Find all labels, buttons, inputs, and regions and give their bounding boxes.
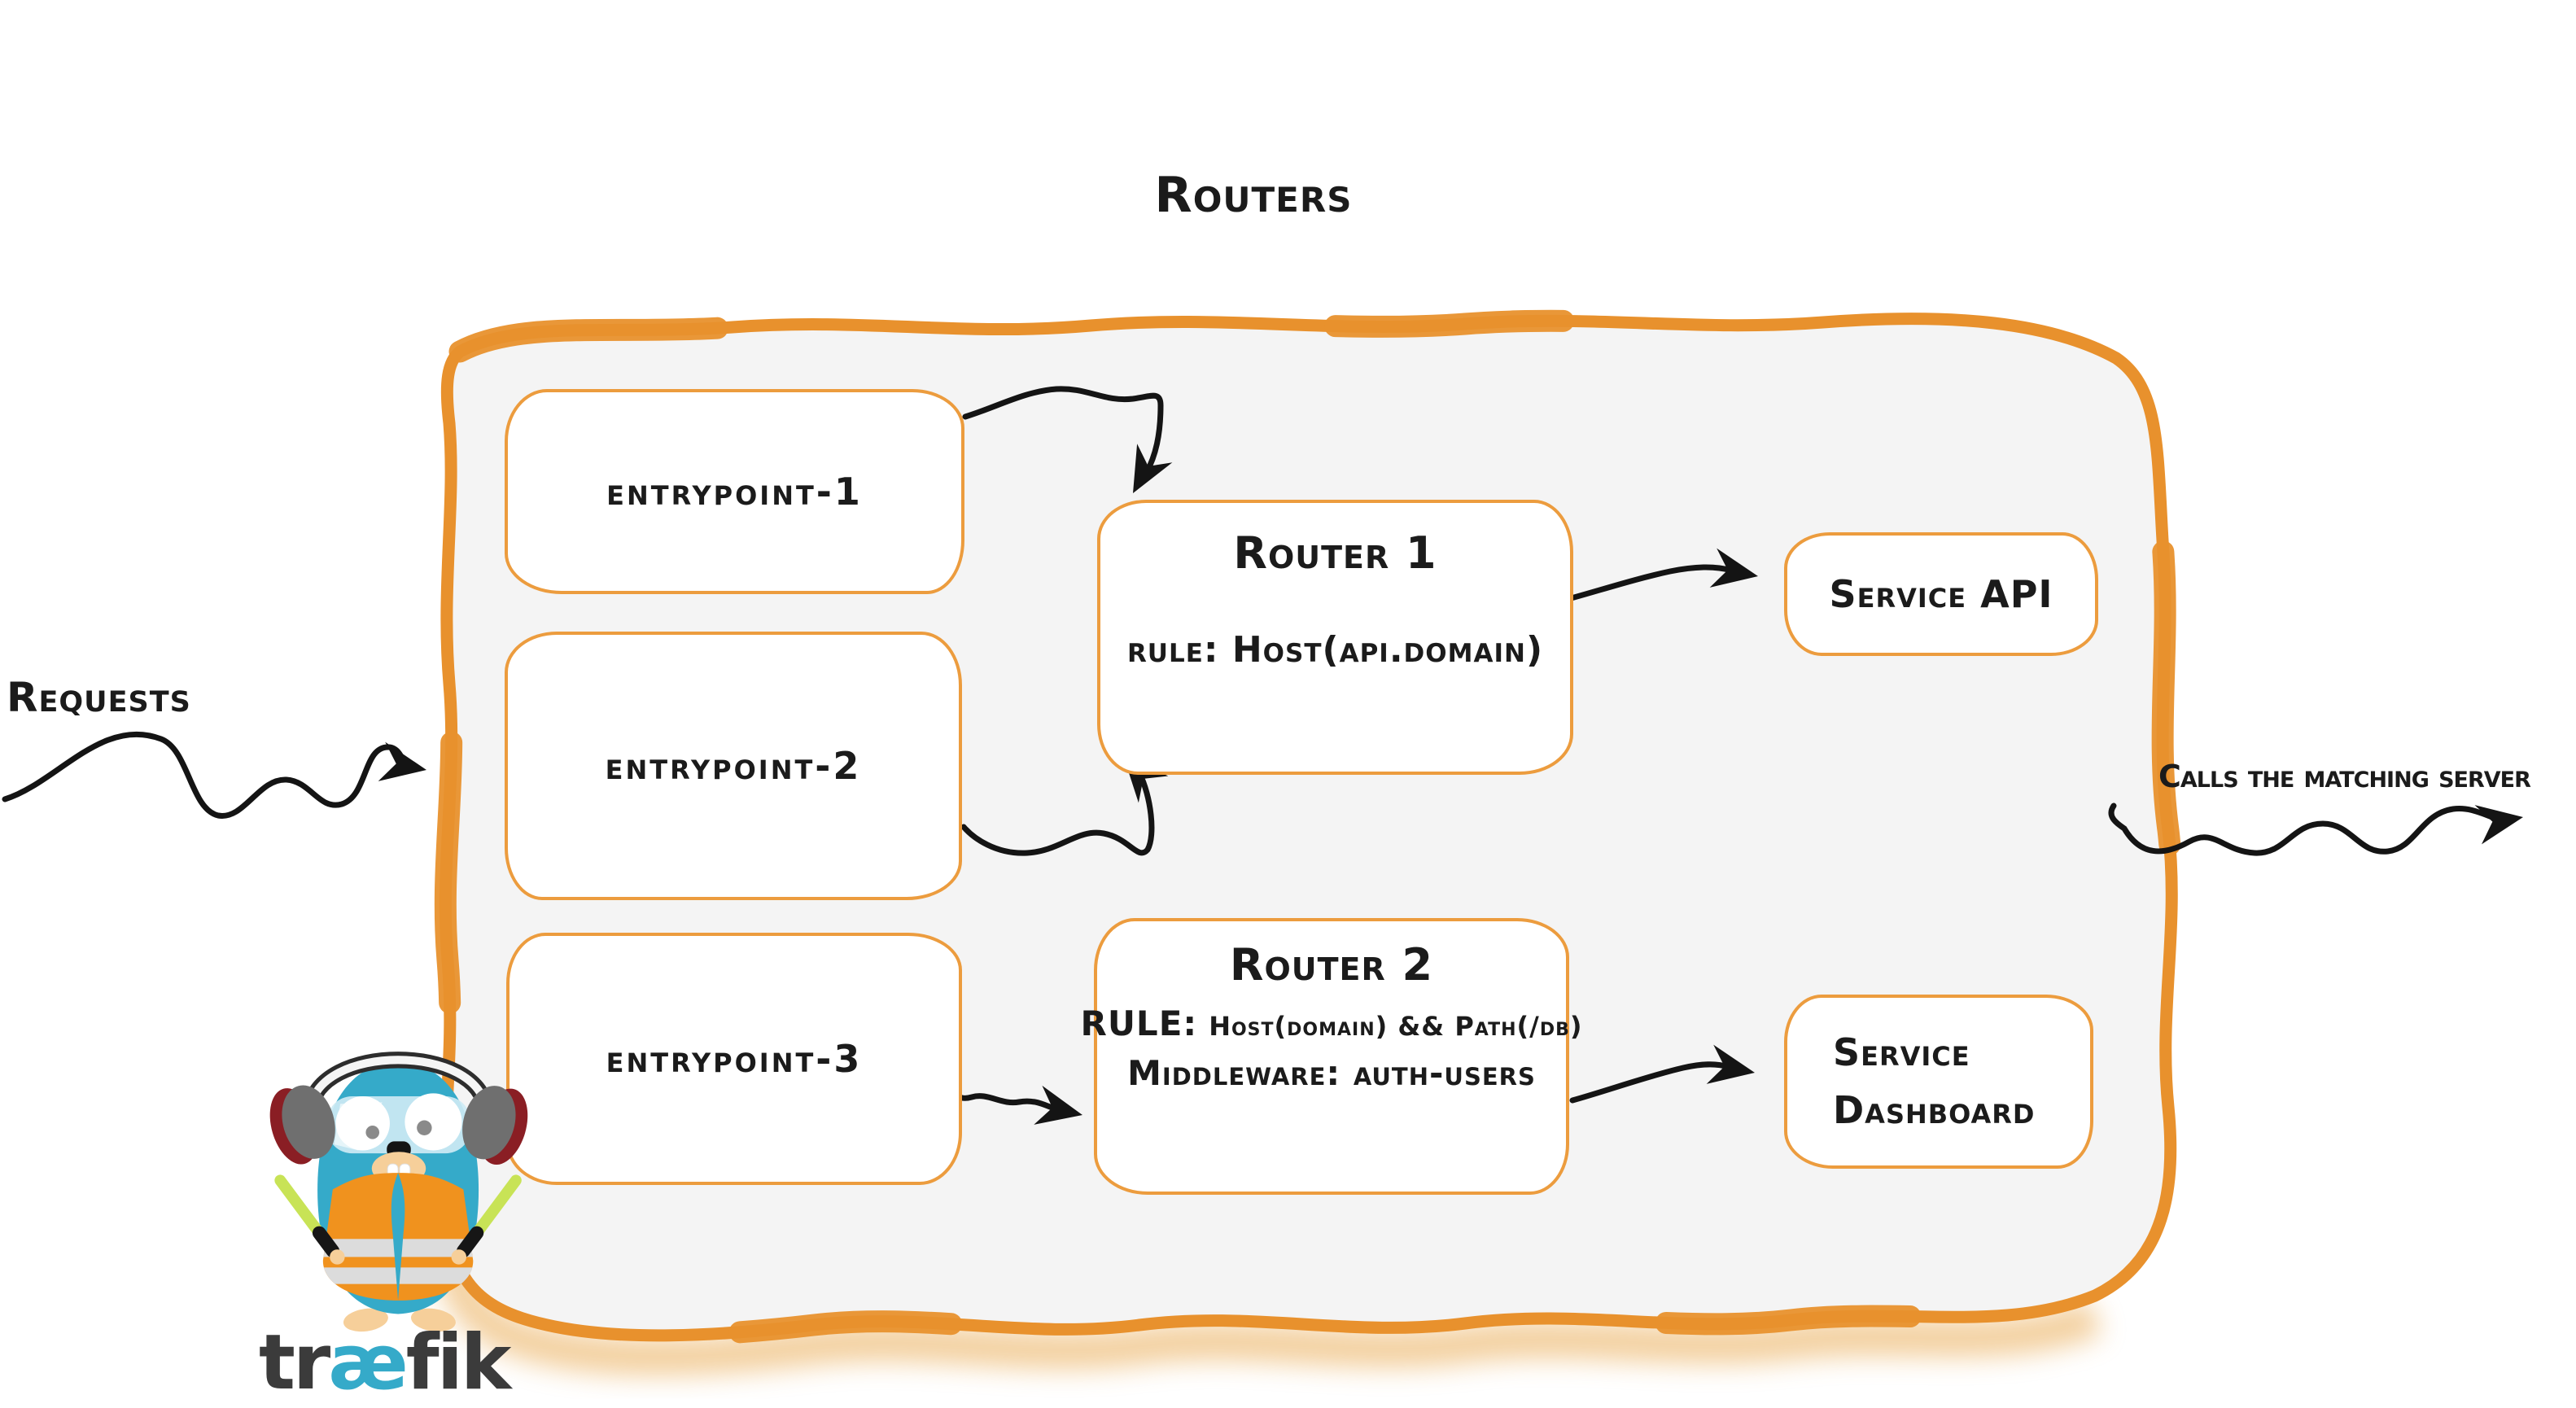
- entrypoint-2-box: entrypoint-2: [505, 632, 962, 900]
- calls-label: Calls the matching server: [2158, 759, 2531, 794]
- gopher-glove-right: [457, 1226, 484, 1258]
- requests-arrow: [2, 731, 431, 819]
- gopher-foot-left: [343, 1308, 388, 1332]
- service-dashboard-label-line1: Service: [1833, 1030, 1970, 1074]
- service-api-label: Service API: [1829, 572, 2053, 616]
- gopher-vest-gap: [391, 1173, 405, 1301]
- entrypoint-3-box: entrypoint-3: [506, 933, 962, 1185]
- calls-arrow: [2108, 797, 2527, 856]
- router-2-rule: RULE: Host(domain) && Path(/db): [1080, 1004, 1582, 1043]
- gopher-foot-right: [410, 1308, 456, 1332]
- router-1-box: Router 1 rule: Host(api.domain): [1097, 500, 1573, 775]
- gopher-pupil-right: [417, 1120, 432, 1136]
- wordmark-ae: æ: [328, 1318, 408, 1407]
- entrypoint-1-box: entrypoint-1: [505, 389, 964, 594]
- diagram-title: Routers: [1154, 167, 1353, 224]
- arrow-entrypoint2-router1: [960, 741, 1169, 856]
- gopher-earcup-right: [462, 1086, 528, 1165]
- arrow-entrypoint1-router1: [962, 386, 1173, 503]
- wordmark-fik: fik: [405, 1318, 512, 1407]
- container-shadow: [427, 1216, 2102, 1375]
- gopher-hand-left: [330, 1249, 345, 1265]
- traefik-gopher-logo: [269, 1052, 528, 1332]
- gopher-baton-left: [274, 1174, 326, 1239]
- gopher-hand-right: [451, 1249, 467, 1265]
- router-2-middleware: Middleware: auth-users: [1127, 1053, 1536, 1093]
- router-2-name: Router 2: [1229, 939, 1434, 990]
- router-2-rule-value: Host(domain) && Path(/db): [1209, 1011, 1583, 1042]
- traefik-wordmark: træfik: [259, 1325, 511, 1401]
- wordmark-tr: tr: [259, 1318, 330, 1407]
- entrypoint-3-label: entrypoint-3: [606, 1037, 863, 1081]
- entrypoint-2-label: entrypoint-2: [605, 744, 862, 788]
- gopher-baton-right: [471, 1174, 522, 1239]
- service-api-box: Service API: [1784, 532, 2098, 656]
- arrow-router2-servicedashboard: [1569, 1044, 1759, 1104]
- service-dashboard-box: Service Dashboard: [1784, 995, 2093, 1169]
- gopher-pupil-left: [365, 1126, 380, 1139]
- service-dashboard-label-line2: Dashboard: [1833, 1088, 2036, 1132]
- gopher-eye-left: [335, 1096, 390, 1151]
- arrow-router1-serviceapi: [1553, 548, 1762, 606]
- router-1-rule: rule: Host(api.domain): [1126, 629, 1544, 671]
- requests-label: Requests: [7, 674, 191, 721]
- gopher-headband-highlight: [306, 1056, 491, 1112]
- router-2-box: Router 2 RULE:Host(domain) && Path(/db) …: [1080, 918, 1582, 1195]
- gopher-glove-left: [312, 1226, 340, 1258]
- container-brush-strokes: [433, 308, 2183, 1347]
- gopher-eye-right: [405, 1093, 462, 1151]
- gopher-earcup-left: [269, 1085, 335, 1165]
- router-2-rule-key: RULE:: [1080, 1004, 1198, 1043]
- entrypoint-1-label: entrypoint-1: [606, 470, 863, 514]
- router-1-name: Router 1: [1233, 527, 1437, 579]
